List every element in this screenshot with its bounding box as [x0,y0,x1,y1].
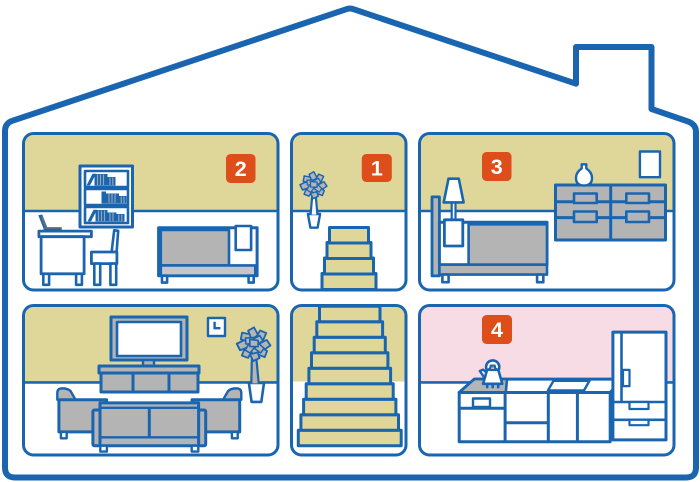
badge-3[interactable]: 3 [482,152,512,181]
svg-text:1: 1 [371,157,383,181]
room-bedroom-border [418,132,676,292]
badge-2[interactable]: 2 [226,154,256,183]
kitchen-counter-icon [457,377,624,444]
desk-icon [37,214,93,287]
room-upper-staircase[interactable]: 1 [290,132,408,292]
room-kitchen[interactable]: 4 [418,304,676,457]
room-lower-staircase[interactable] [290,304,408,457]
badge-1[interactable]: 1 [361,154,392,182]
counter-handle [471,397,492,409]
lamp-icon [442,177,465,221]
stairs-down-icon [296,304,403,448]
stairs-up-icon [320,226,378,291]
tv-stand-icon [99,371,200,394]
books-shelf1 [86,173,116,186]
house-outline [2,5,699,481]
fridge-handle [621,368,631,388]
towel-icon [234,224,253,252]
room-study-bedroom[interactable]: 2 [22,132,280,292]
badge-4[interactable]: 4 [482,315,512,344]
vase-icon [574,163,594,187]
refrigerator-icon [611,330,668,442]
plant-large-icon [236,327,271,404]
svg-text:2: 2 [235,157,247,181]
plant-small-icon [300,171,328,229]
room-study-bedroom-border [22,132,280,292]
picture-frame-icon [638,150,662,179]
room-lower-staircase-border [290,304,408,457]
wall-clock-icon [206,316,227,338]
plant-pot-icon [306,212,322,229]
plant-large-pot-icon [247,381,266,404]
sofa-icon [91,401,208,453]
dresser-icon [554,183,667,242]
room-living-room-border [22,304,280,457]
nightstand-icon [442,218,465,248]
chair-icon [90,229,120,287]
room-living-room[interactable] [22,304,280,457]
kettle-icon [478,359,504,389]
svg-text:4: 4 [491,318,503,342]
tv-screen [115,320,183,358]
bed-icon [157,224,259,284]
bookshelf-icon [78,164,134,229]
books-shelf2 [101,191,127,204]
laptop-icon [38,214,62,231]
tv-icon [97,315,201,394]
svg-text:3: 3 [491,155,503,179]
room-upper-staircase-border [290,132,408,292]
sink-icon [546,379,591,392]
room-kitchen-border [418,304,676,457]
room-bedroom[interactable]: 3 [418,132,676,292]
books-shelf3 [87,209,125,222]
